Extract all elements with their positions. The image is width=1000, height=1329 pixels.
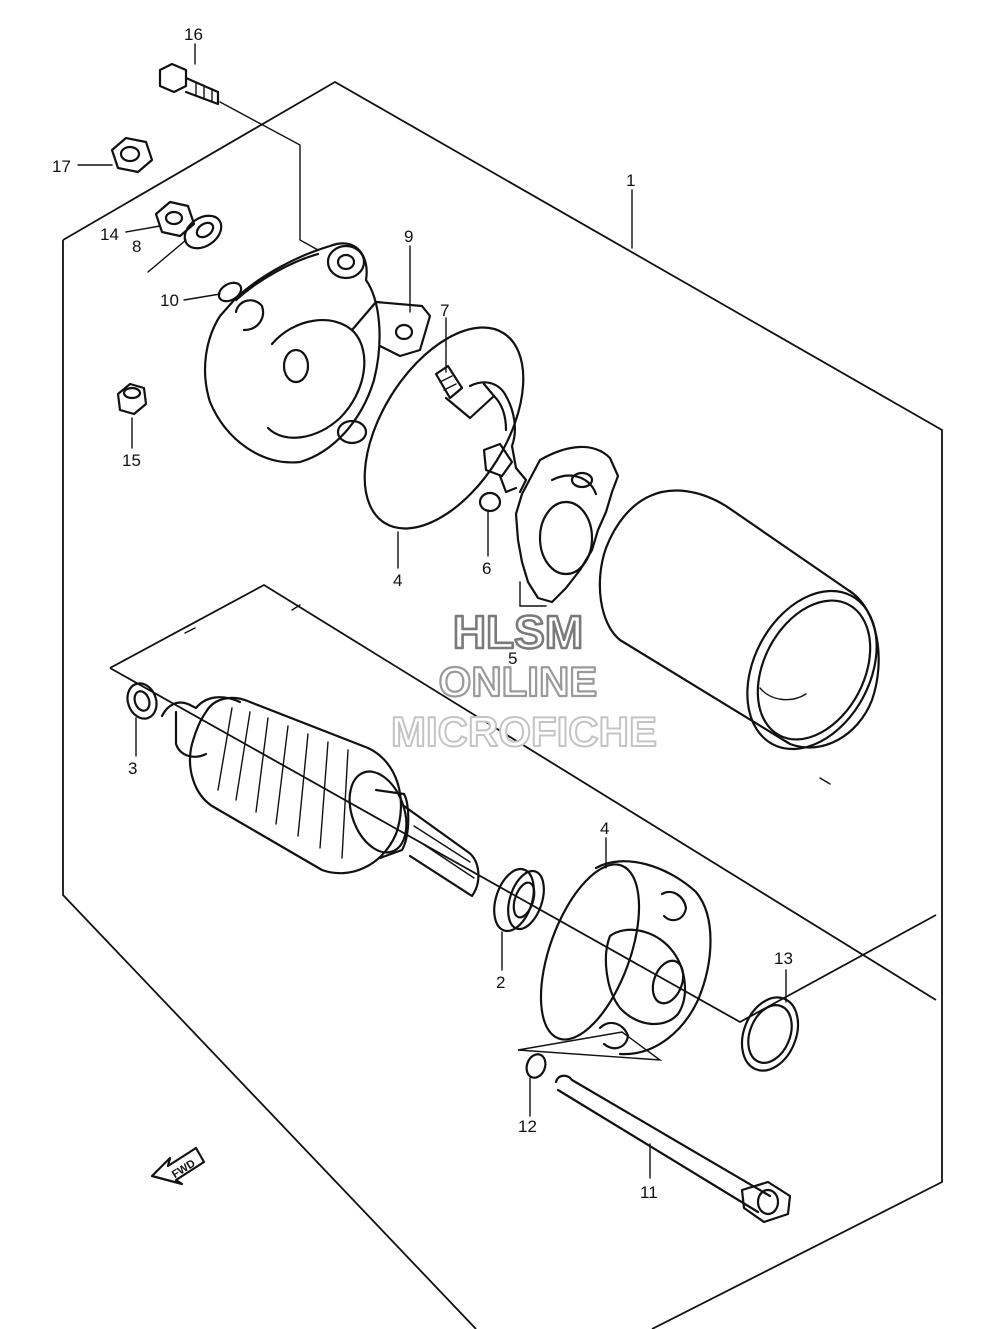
- part-7-brush-holder[interactable]: [434, 364, 528, 494]
- callout-17: 17: [52, 157, 71, 176]
- callout-4-lower: 4: [600, 819, 609, 838]
- assembly-outline: [62, 80, 943, 1329]
- callout-15: 15: [122, 451, 141, 470]
- callout-9: 9: [404, 227, 413, 246]
- part-5-brush-plate[interactable]: [514, 445, 620, 604]
- callout-12: 12: [518, 1117, 537, 1136]
- part-13-washer[interactable]: [732, 989, 809, 1079]
- watermark-line-2: ONLINE: [439, 658, 598, 705]
- part-2-oil-seal[interactable]: [487, 864, 550, 936]
- callout-3: 3: [128, 759, 137, 778]
- yoke-housing[interactable]: [598, 489, 903, 772]
- part-16-bolt[interactable]: [158, 62, 220, 106]
- callout-1: 1: [626, 171, 635, 190]
- callout-5: 5: [508, 649, 517, 668]
- part-3-washer[interactable]: [123, 679, 162, 722]
- callout-6: 6: [482, 559, 491, 578]
- part-4-front-cover[interactable]: [521, 852, 712, 1056]
- part-15-nut[interactable]: [116, 382, 148, 416]
- rear-end-cover[interactable]: [204, 242, 381, 464]
- callout-14: 14: [100, 225, 119, 244]
- callout-8: 8: [132, 237, 141, 256]
- part-8-washer[interactable]: [179, 209, 228, 255]
- part-12-leader: [517, 1031, 663, 1061]
- part-12-o-ring[interactable]: [523, 1052, 548, 1081]
- leader-lines: [77, 43, 787, 1179]
- watermark: HLSM ONLINE MICROFICHE: [390, 605, 658, 756]
- inner-box-ticks: [184, 604, 831, 785]
- armature-group-outline: [109, 583, 937, 1024]
- armature[interactable]: [160, 696, 480, 898]
- watermark-line-3: MICROFICHE: [391, 708, 657, 755]
- part-6-brush-plate[interactable]: [478, 442, 518, 513]
- part-11-through-bolt[interactable]: [554, 1074, 792, 1224]
- bolt-leader-line: [219, 101, 319, 251]
- callout-16: 16: [184, 25, 203, 44]
- callout-11: 11: [640, 1183, 658, 1202]
- part-10-o-ring[interactable]: [216, 279, 245, 305]
- fwd-arrow-icon: FWD: [150, 1146, 206, 1186]
- callout-4-upper: 4: [393, 571, 402, 590]
- callout-7: 7: [440, 301, 449, 320]
- watermark-line-1: HLSM: [453, 606, 583, 658]
- callout-10: 10: [160, 291, 179, 310]
- part-4-o-ring-upper[interactable]: [332, 300, 556, 556]
- callout-13: 13: [774, 949, 793, 968]
- part-17-nut[interactable]: [110, 136, 154, 174]
- part-14-nut[interactable]: [154, 200, 196, 238]
- callout-2: 2: [496, 973, 505, 992]
- part-9-bracket[interactable]: [350, 300, 432, 358]
